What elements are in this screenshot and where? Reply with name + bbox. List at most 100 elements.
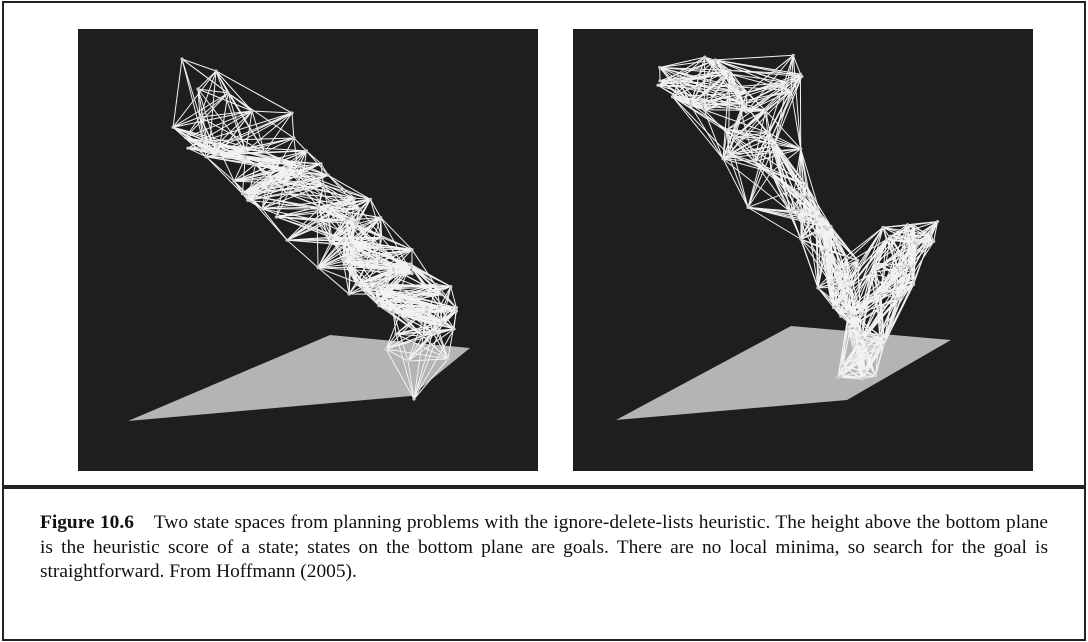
graph-edge — [873, 262, 881, 336]
graph-edge — [830, 286, 851, 299]
graph-edge — [327, 208, 381, 219]
graph-edge — [735, 136, 772, 139]
graph-edge — [672, 96, 728, 130]
graph-edge — [840, 375, 863, 380]
graph-edge — [392, 310, 397, 335]
graph-edge — [873, 235, 892, 263]
graph-node — [410, 265, 414, 269]
graph-edge — [729, 69, 801, 75]
graph-node — [822, 225, 826, 229]
graph-node — [266, 176, 270, 181]
graph-node — [656, 83, 660, 87]
graph-node — [304, 149, 308, 153]
graph-node — [384, 347, 388, 351]
graph-edge — [399, 314, 455, 330]
graph-node — [912, 223, 916, 227]
graph-edge — [343, 240, 380, 250]
graph-edge — [181, 58, 204, 142]
graph-node — [746, 205, 750, 209]
graph-node — [245, 193, 249, 197]
graph-edge — [800, 196, 805, 240]
graph-node — [272, 176, 276, 180]
graph-node — [240, 191, 245, 196]
graph-node — [391, 267, 396, 271]
graph-edge — [375, 264, 410, 287]
graph-edge — [385, 348, 449, 360]
graph-edge — [834, 306, 842, 317]
graph-edge — [202, 112, 293, 142]
graph-node — [882, 343, 886, 347]
graph-edge — [187, 144, 218, 149]
graph-node — [929, 233, 933, 237]
graph-edge — [286, 239, 319, 268]
graph-node — [201, 139, 205, 143]
graph-edge — [767, 132, 801, 150]
graph-node — [895, 297, 899, 301]
graph-edge — [747, 137, 772, 208]
graph-edge — [378, 264, 410, 307]
graph-edge — [426, 307, 449, 360]
graph-edge — [276, 216, 347, 221]
graph-edge — [690, 92, 747, 106]
graph-edge — [185, 137, 219, 156]
graph-edge — [715, 59, 801, 75]
graph-node — [285, 238, 289, 242]
graph-edge — [173, 110, 253, 128]
graph-edge — [845, 227, 884, 257]
graph-node — [815, 207, 819, 211]
graph-edge — [672, 69, 731, 98]
graph-node — [321, 183, 326, 187]
graph-edge — [255, 163, 288, 169]
graph-edge — [815, 221, 832, 227]
graph-node — [363, 265, 367, 270]
graph-edge — [858, 262, 875, 344]
graph-node — [294, 170, 298, 175]
graph-edge — [350, 244, 413, 251]
graph-edge — [659, 59, 716, 82]
graph-edge — [318, 208, 350, 242]
graph-edge — [407, 331, 434, 362]
graph-edge — [344, 219, 347, 259]
graph-edge — [447, 310, 457, 360]
graph-node — [425, 305, 429, 309]
graph-edge — [342, 261, 358, 285]
graph-edge — [842, 334, 880, 367]
graph-edge — [287, 163, 322, 169]
graph-edge — [344, 257, 380, 262]
graph-edge — [703, 70, 731, 111]
graph-edge — [287, 167, 358, 222]
graph-edge — [767, 73, 801, 134]
graph-edge — [291, 112, 295, 138]
graph-edge — [722, 136, 736, 159]
graph-edge — [873, 262, 885, 340]
graph-edge — [426, 311, 434, 333]
graph-edge — [318, 208, 333, 238]
graph-node — [847, 309, 851, 314]
graph-edge — [659, 67, 705, 111]
graph-edge — [318, 208, 347, 221]
graph-edge — [197, 88, 247, 152]
graph-edge — [327, 208, 347, 221]
graph-edge — [722, 129, 728, 159]
graph-edge — [407, 307, 428, 362]
graph-node — [839, 314, 843, 318]
graph-edge — [435, 284, 457, 309]
graph-edge — [834, 272, 871, 307]
graph-edge — [770, 171, 807, 186]
graph-edge — [215, 70, 293, 114]
graph-edge — [862, 337, 885, 340]
graph-node — [764, 108, 768, 113]
graph-edge — [729, 70, 748, 94]
graph-edge — [704, 90, 792, 111]
graph-edge — [848, 271, 912, 312]
graph-edge — [773, 145, 807, 218]
graph-edge — [880, 224, 909, 294]
graph-node — [800, 74, 804, 79]
graph-edge — [672, 96, 705, 111]
graph-edge — [722, 158, 755, 163]
graph-node — [702, 108, 706, 112]
graph-edge — [185, 116, 201, 138]
graph-edge — [197, 88, 253, 112]
graph-node — [658, 65, 662, 70]
graph-edge — [883, 298, 898, 340]
